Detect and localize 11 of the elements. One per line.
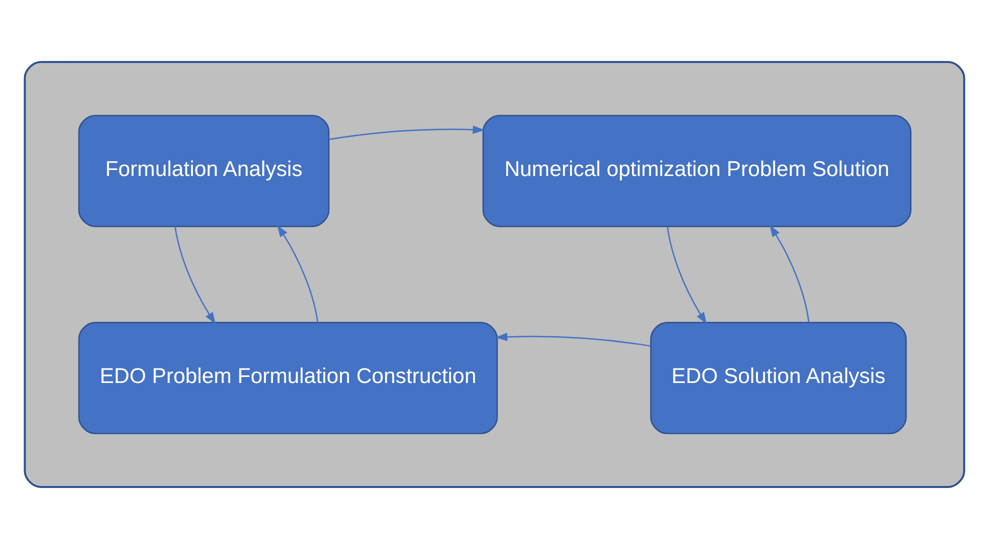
- node-box: EDO Problem Formulation Construction: [78, 321, 498, 434]
- arrow: [666, 226, 707, 324]
- node-box: EDO Solution Analysis: [650, 321, 907, 434]
- arrow: [495, 332, 651, 346]
- arrow: [174, 226, 216, 324]
- cluster: [24, 60, 966, 488]
- node-box: Formulation Analysis: [78, 114, 330, 227]
- arrow: [277, 224, 318, 322]
- arrow: [770, 224, 810, 322]
- arrow: [328, 124, 485, 140]
- node-box: Numerical optimization Problem Solution: [482, 114, 912, 227]
